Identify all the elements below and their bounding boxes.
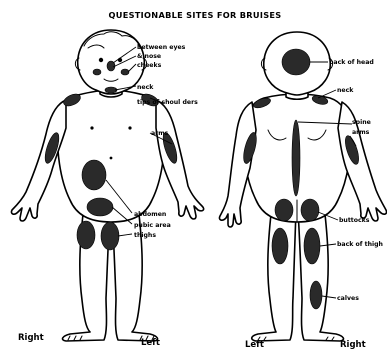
label-tips-of-shoulders: tips of shoul ders xyxy=(137,99,198,106)
label-back-of-thigh: back of thigh xyxy=(337,241,383,248)
label-between-eyes: between eyes xyxy=(137,44,186,51)
front-right-label: Right xyxy=(18,333,44,343)
label-calves: calves xyxy=(337,295,359,302)
bruise-abdomen xyxy=(82,160,106,190)
front-right-arm xyxy=(11,100,66,221)
bruise-back-of-head xyxy=(282,49,310,75)
bruise-cheek-right xyxy=(93,69,101,75)
bruise-thigh-right xyxy=(77,221,95,249)
diagram-title: QUESTIONABLE SITES FOR BRUISES xyxy=(109,10,282,20)
back-left-leg xyxy=(252,205,296,341)
back-figure: back of head neck spine arms buttocks ba… xyxy=(219,32,386,350)
label-front-neck: neck xyxy=(137,84,154,91)
label-and-nose: & nose xyxy=(137,53,161,60)
label-spine: spine xyxy=(352,119,371,126)
label-thighs: thighs xyxy=(134,232,156,239)
back-left-arm xyxy=(219,102,256,227)
bruise-cheek-left xyxy=(121,69,129,75)
label-back-neck: neck xyxy=(337,87,354,94)
label-back-of-head: back of head xyxy=(329,59,374,66)
back-left-label: Left xyxy=(245,340,264,350)
bruise-back-thigh-left xyxy=(272,228,288,264)
back-right-leg xyxy=(298,205,343,341)
bruise-thigh-left xyxy=(101,222,119,250)
bruise-buttock-left xyxy=(275,199,293,221)
front-figure: between eyes & nose cheeks neck tips of … xyxy=(11,30,203,348)
label-front-arms: arms xyxy=(151,130,169,137)
bruise-calf xyxy=(310,281,322,309)
front-left-label: Left xyxy=(141,338,160,348)
label-abdomen: abdomen xyxy=(134,211,166,218)
label-back-arms: arms xyxy=(352,129,370,136)
front-left-arm xyxy=(156,100,204,219)
bruise-buttock-right xyxy=(301,199,319,221)
label-buttocks: buttocks xyxy=(339,217,370,224)
bruise-spine xyxy=(292,120,300,196)
front-navel xyxy=(110,157,113,160)
front-nipple-right xyxy=(90,126,93,129)
bruise-pubic-area xyxy=(87,198,113,216)
label-pubic-area: pubic area xyxy=(134,222,171,229)
bruise-back-thigh-right xyxy=(304,228,320,264)
back-right-label: Right xyxy=(340,340,366,350)
label-cheeks: cheeks xyxy=(137,62,162,69)
front-right-eye xyxy=(99,58,103,62)
front-nipple-left xyxy=(128,126,131,129)
